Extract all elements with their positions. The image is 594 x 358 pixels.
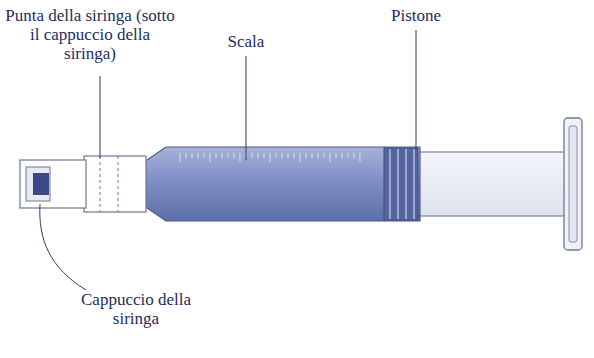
- plunger-rod: [418, 152, 568, 216]
- leader-lines: [40, 30, 416, 290]
- scale-label: Scala: [216, 32, 276, 51]
- piston: [384, 148, 418, 220]
- syringe-barrel: [144, 147, 420, 221]
- flange-inner: [569, 126, 577, 242]
- cap-window: [33, 173, 49, 195]
- piston-label: Pistone: [380, 6, 452, 25]
- cap-end: [26, 167, 50, 201]
- piston-rings: [390, 149, 414, 219]
- syringe-cap: [20, 160, 86, 208]
- scale-ticks: [180, 153, 360, 162]
- tip-label: Punta della siringa (sotto il cappuccio …: [2, 6, 178, 63]
- syringe-tip: [84, 156, 146, 212]
- plunger-flange: [564, 118, 582, 250]
- cap-label: Cappuccio della siringa: [66, 290, 206, 328]
